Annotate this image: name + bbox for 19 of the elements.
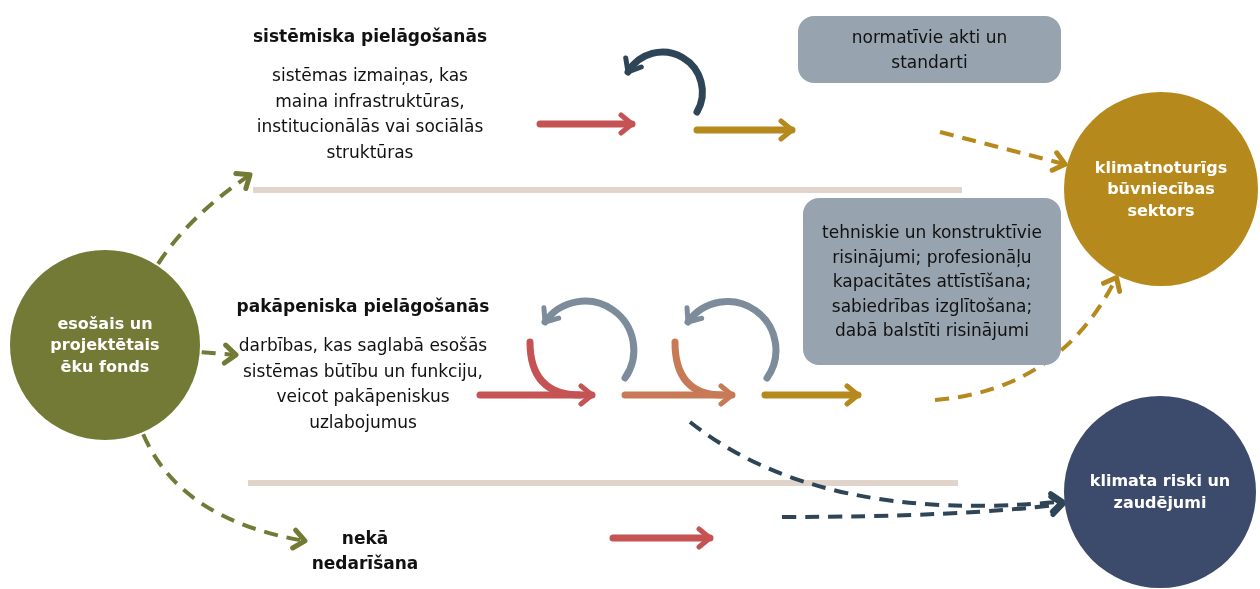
arrow (141, 433, 308, 551)
arrow (782, 494, 1066, 519)
node-label: esošais un projektētais ēku fonds (49, 312, 161, 378)
description: darbības, kas saglabā esošās sistēmas būtību un funkciju, veicot pakāpeniskus uzlabojumus (237, 334, 489, 434)
rounded-box (803, 198, 1061, 365)
heading: nekā nedarīšana (310, 526, 420, 575)
heading: pakāpeniska pielāgošanās (236, 294, 490, 318)
rounded-box (798, 16, 1061, 83)
node-label: tehniskie un konstruktīvie risinājumi; profesionāļu kapacitātes attīstīšana; sabiedrības izglītošana; dabā balstīti risinājumi (821, 220, 1043, 343)
arrow (201, 342, 239, 366)
arrow (934, 275, 1122, 402)
arrow (939, 130, 1068, 173)
arrow (156, 171, 253, 265)
node-label: klimata riski un zaudējumi (1088, 470, 1232, 514)
heading: sistēmiska pielāgošanās (252, 24, 487, 48)
node-label: klimatnoturīgs būvniecības sektors (1093, 156, 1229, 222)
arrow (688, 420, 1065, 514)
node-label: normatīvie akti un standarti (850, 25, 1009, 74)
description: sistēmas izmaiņas, kas maina infrastruktūras, institucionālās vai sociālās struktūras (255, 64, 485, 164)
